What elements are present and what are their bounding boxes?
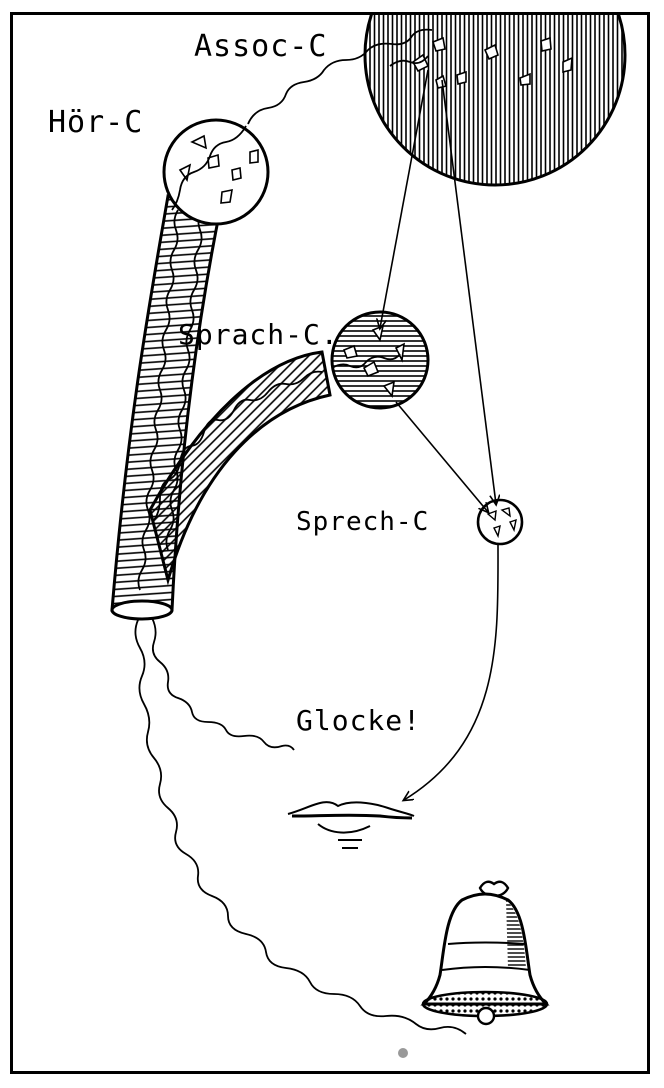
paper-spot xyxy=(398,1048,408,1058)
label-assoc-c: Assoc-C xyxy=(194,29,327,64)
tube-opening xyxy=(112,601,172,619)
label-hoer-c: Hör-C xyxy=(48,105,143,140)
bell-illustration xyxy=(423,882,547,1024)
assoc-center xyxy=(365,0,625,185)
label-sprech-c: Sprech-C xyxy=(296,507,429,537)
label-glocke: Glocke! xyxy=(296,704,421,737)
hoer-center xyxy=(164,120,268,224)
glocke-nerve xyxy=(152,618,294,750)
label-sprach-c: Sprach-C. xyxy=(178,318,339,351)
mouth-illustration xyxy=(288,802,414,848)
bell-nerve xyxy=(135,620,466,1034)
sprech-center xyxy=(478,500,522,544)
